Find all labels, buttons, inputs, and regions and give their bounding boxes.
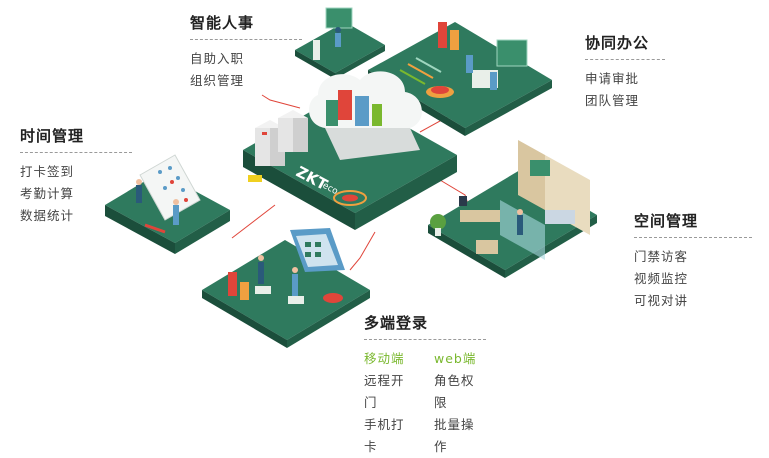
module-smart-hr: 智能人事 自助入职 组织管理 xyxy=(190,12,302,92)
divider xyxy=(190,39,302,40)
divider xyxy=(585,59,665,60)
time-platform xyxy=(105,154,230,254)
module-item: 可视对讲 xyxy=(634,293,689,308)
hr-platform xyxy=(295,7,385,79)
module-item: 数据统计 xyxy=(20,208,75,223)
module-item: 考勤计算 xyxy=(20,186,75,201)
column-header: web端 xyxy=(434,351,477,366)
module-title: 多端登录 xyxy=(364,314,429,332)
divider xyxy=(20,152,132,153)
module-item: 角色权限 xyxy=(434,373,475,410)
module-space-mgmt: 空间管理 门禁访客 视频监控 可视对讲 xyxy=(634,210,752,312)
platform-illustration: ZKT eco xyxy=(105,7,597,348)
module-item: 打卡签到 xyxy=(20,164,75,179)
module-title: 时间管理 xyxy=(20,127,85,145)
login-column-mobile: 移动端 远程开门 手机打卡 xyxy=(364,348,416,458)
module-collab-office: 协同办公 申请审批 团队管理 xyxy=(585,32,665,112)
module-time-mgmt: 时间管理 打卡签到 考勤计算 数据统计 xyxy=(20,125,132,227)
module-title: 智能人事 xyxy=(190,14,255,32)
module-title: 空间管理 xyxy=(634,212,699,230)
divider xyxy=(364,339,486,340)
space-platform xyxy=(428,140,597,278)
module-item: 申请审批 xyxy=(585,71,640,86)
module-item: 门禁访客 xyxy=(634,249,689,264)
module-item: 远程开门 xyxy=(364,373,405,410)
divider xyxy=(634,237,752,238)
login-columns: 移动端 远程开门 手机打卡 web端 角色权限 批量操作 xyxy=(364,348,486,458)
module-item: 自助入职 xyxy=(190,51,245,66)
login-column-web: web端 角色权限 批量操作 xyxy=(434,348,486,458)
module-item: 组织管理 xyxy=(190,73,245,88)
module-multi-login: 多端登录 移动端 远程开门 手机打卡 web端 角色权限 批量操作 xyxy=(364,312,486,458)
module-item: 手机打卡 xyxy=(364,417,405,454)
module-item: 视频监控 xyxy=(634,271,689,286)
module-item: 团队管理 xyxy=(585,93,640,108)
login-platform xyxy=(202,228,370,348)
module-title: 协同办公 xyxy=(585,34,650,52)
center-platform: ZKT eco xyxy=(243,71,457,230)
column-header: 移动端 xyxy=(364,351,405,366)
module-item: 批量操作 xyxy=(434,417,475,454)
